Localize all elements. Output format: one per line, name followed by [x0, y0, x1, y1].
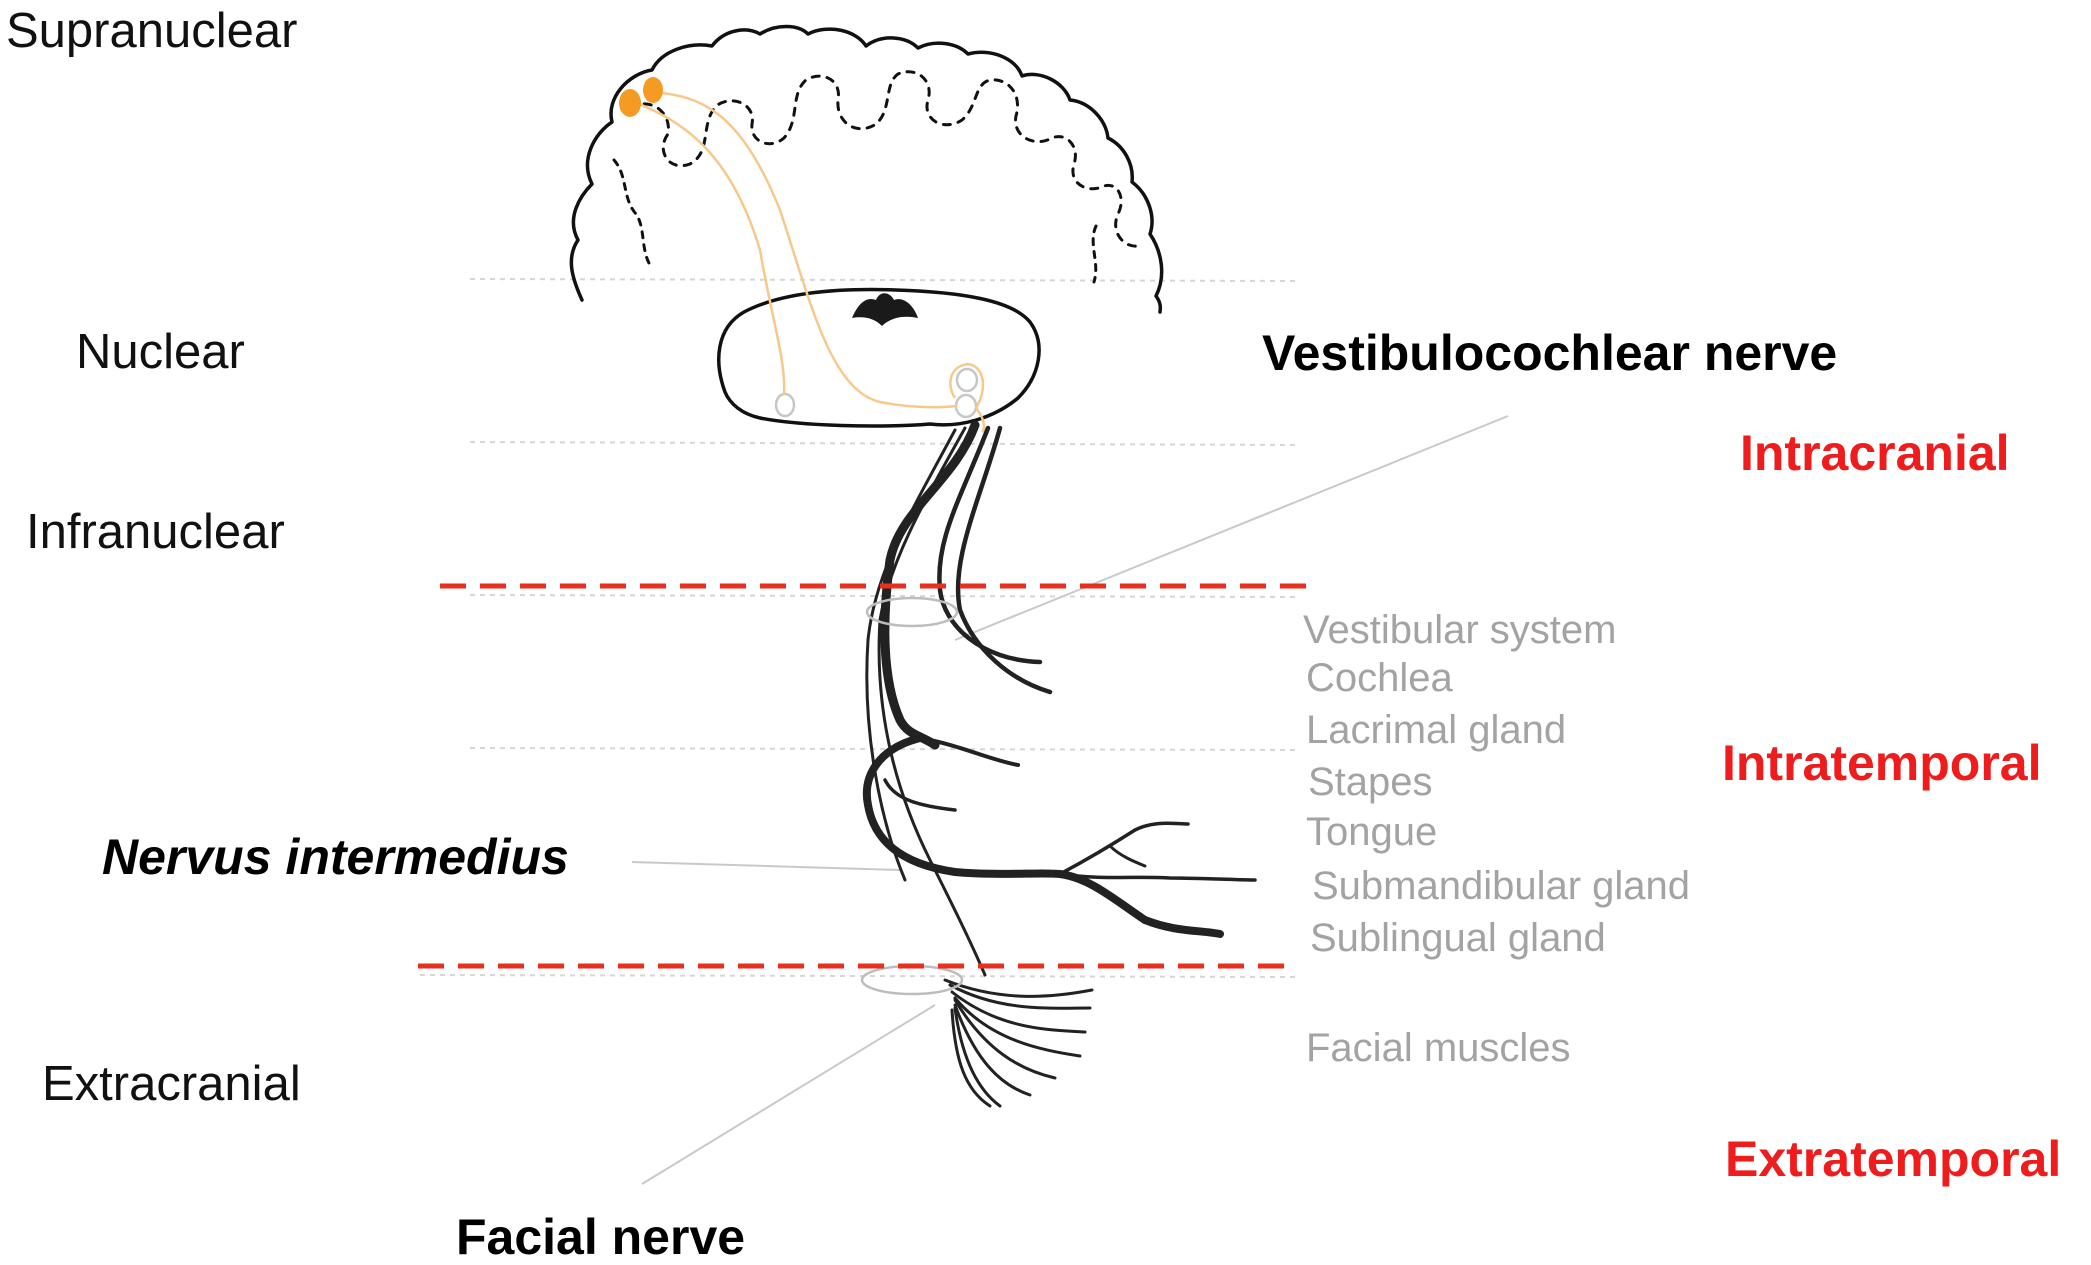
brainstem-outline [717, 287, 1041, 428]
label-vestibulocochlear-nerve: Vestibulocochlear nerve [1262, 325, 1838, 381]
label-facial-nerve: Facial nerve [456, 1209, 746, 1265]
lacrimal-branch [918, 736, 1020, 767]
nucleus-right-lower [954, 393, 978, 419]
upper-motor-neuron-1 [619, 89, 641, 117]
separator-nuclear-infranuclear [469, 441, 1301, 446]
cortex-left-sulcus [612, 158, 654, 270]
muscle-branch-5 [953, 998, 1057, 1080]
region-boundaries [418, 583, 1318, 969]
vestibulocochlear-branch [955, 425, 1053, 695]
label-supranuclear: Supranuclear [6, 4, 298, 58]
vestibulocochlear-nerve [937, 425, 1043, 665]
label-extratemporal: Extratemporal [1725, 1131, 2062, 1187]
nucleus-right-upper [955, 367, 979, 393]
separator-intratemporal-upper [469, 594, 1301, 598]
inner-fiber-2 [865, 428, 957, 882]
upper-motor-neuron-2 [643, 77, 663, 103]
chorda-fiber [1108, 844, 1147, 868]
separator-supranuclear-nuclear [469, 278, 1301, 282]
muscle-branch-1 [943, 978, 1094, 998]
tongue-branch [1058, 821, 1190, 876]
upper-motor-neurons [619, 77, 663, 117]
tract-uncrossed [633, 100, 786, 396]
separator-extracranial [419, 974, 1301, 978]
muscle-branch-4 [953, 996, 1082, 1058]
vestibulocochlear-pointer [954, 415, 1509, 641]
target-submandibular-gland: Submandibular gland [1312, 864, 1691, 908]
corticobulbar-tracts [633, 90, 986, 433]
target-vestibular-system: Vestibular system [1303, 608, 1617, 652]
internal-acoustic-meatus [865, 596, 959, 628]
facial-muscle-branches [943, 978, 1094, 1108]
inner-fiber-1 [877, 426, 987, 977]
label-nervus-intermedius: Nervus intermedius [102, 829, 569, 885]
nervus-intermedius-pointer [631, 861, 901, 871]
foramina [860, 596, 964, 996]
cortex-outline [569, 24, 1164, 314]
facial-nerve-trunk [880, 420, 980, 750]
tract-loop [949, 362, 986, 433]
label-extracranial: Extracranial [42, 1057, 301, 1111]
stapes-branch [883, 778, 957, 812]
cortex-right-sulcus [1091, 224, 1098, 284]
label-intracranial: Intracranial [1740, 425, 2010, 481]
submandibular-branch [1058, 872, 1257, 882]
muscle-branch-8 [950, 1008, 992, 1108]
nerve-course [862, 420, 1257, 977]
fourth-ventricle [852, 293, 918, 326]
target-tongue: Tongue [1306, 810, 1438, 854]
label-nuclear: Nuclear [76, 325, 245, 379]
nucleus-left [774, 392, 796, 418]
facial-nerve-lower-course [862, 734, 1224, 938]
target-lacrimal-gland: Lacrimal gland [1306, 708, 1567, 752]
muscle-branch-7 [953, 1006, 1002, 1108]
muscle-branch-2 [948, 983, 1092, 1010]
muscle-branch-6 [953, 1003, 1032, 1097]
brainstem [717, 287, 1041, 428]
target-stapes: Stapes [1308, 760, 1433, 804]
separator-intratemporal-middle [469, 747, 1301, 751]
target-facial-muscles: Facial muscles [1306, 1026, 1571, 1070]
target-sublingual-gland: Sublingual gland [1310, 916, 1606, 960]
facial-nerve-pointer [641, 1004, 936, 1185]
facial-nuclei [774, 367, 979, 419]
tract-crossed [652, 90, 958, 409]
cerebral-cortex [569, 24, 1164, 314]
cortex-inner-sulci [628, 70, 1140, 248]
label-intratemporal: Intratemporal [1722, 735, 2042, 791]
target-cochlea: Cochlea [1306, 656, 1453, 700]
pointer-lines [631, 415, 1509, 1185]
muscle-branch-3 [950, 990, 1087, 1034]
label-infranuclear: Infranuclear [26, 505, 285, 559]
